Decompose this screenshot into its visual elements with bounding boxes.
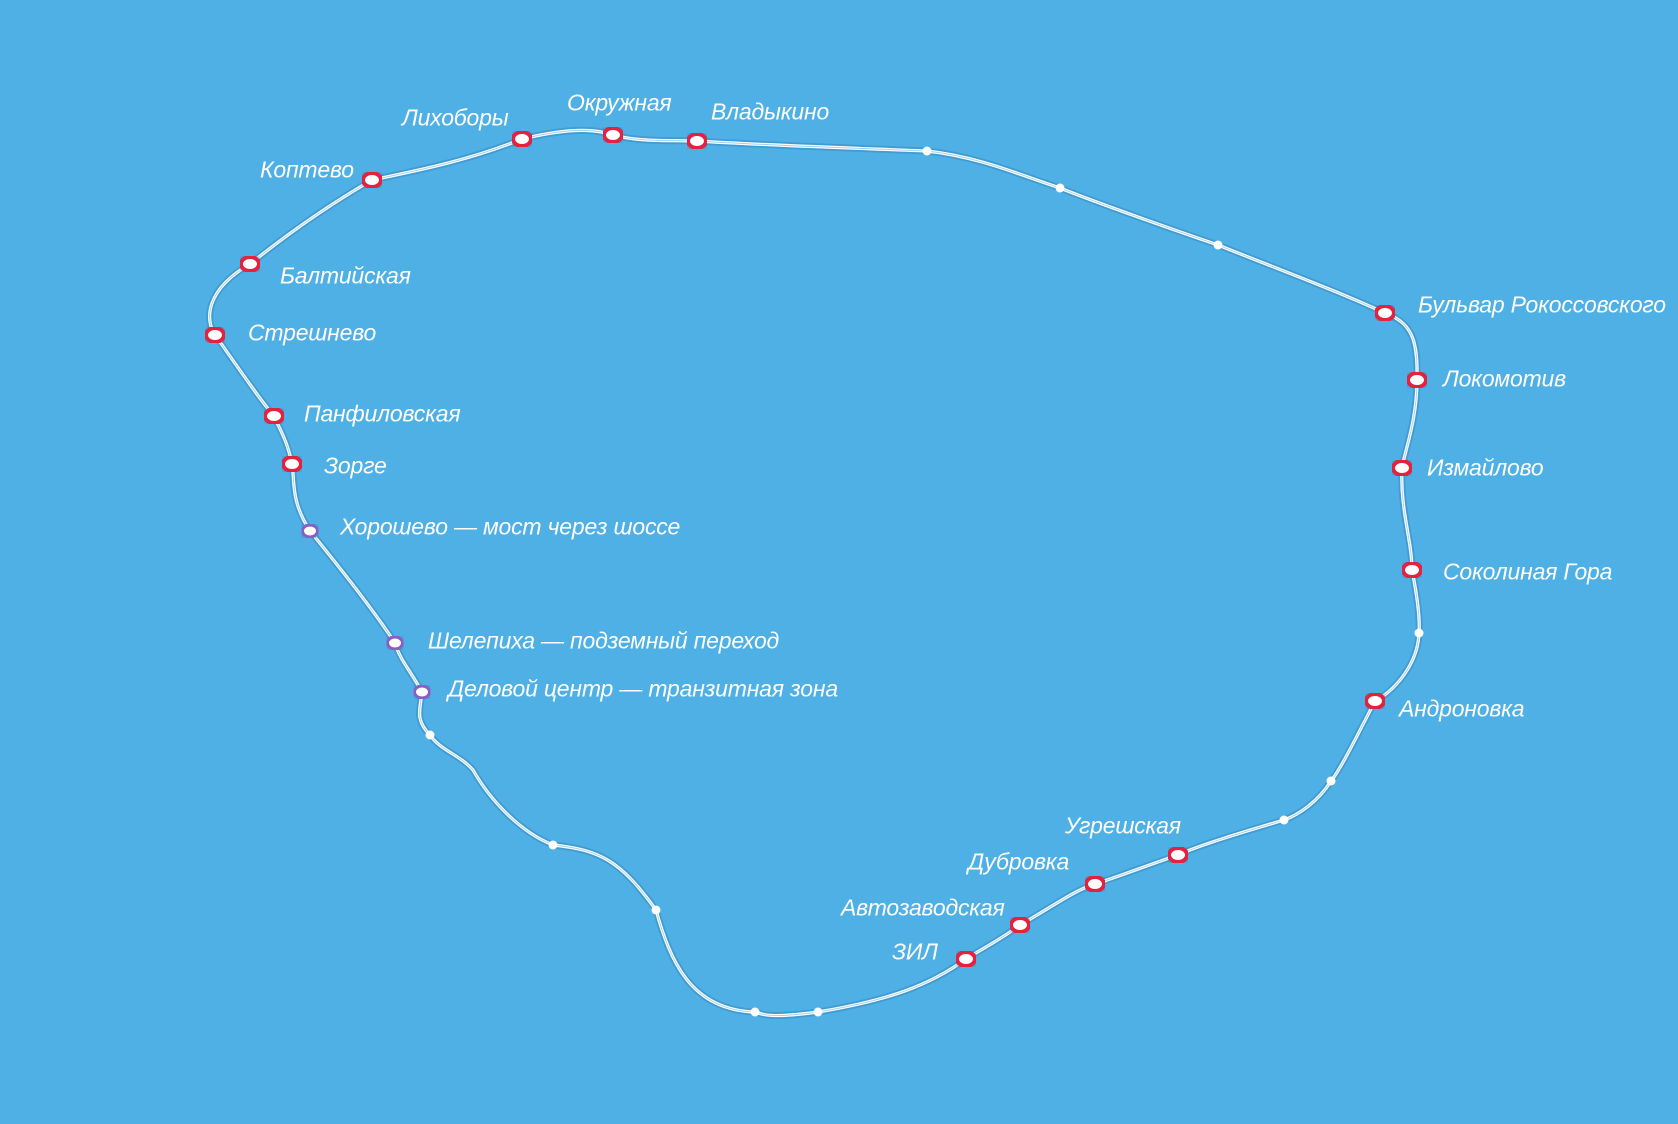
- station-marker[interactable]: [1406, 371, 1428, 389]
- transfer-marker[interactable]: [301, 523, 319, 539]
- station-marker[interactable]: [1084, 875, 1106, 893]
- station-marker[interactable]: [955, 950, 977, 968]
- station-marker[interactable]: [511, 130, 533, 148]
- waypoint-dot: [750, 1007, 760, 1017]
- station-marker[interactable]: [1374, 304, 1396, 322]
- station-marker[interactable]: [281, 455, 303, 473]
- station-marker[interactable]: [1009, 916, 1031, 934]
- station-label-khoroshevo[interactable]: Хорошево — мост через шоссе: [340, 513, 681, 540]
- station-label-zorge[interactable]: Зорге: [324, 452, 387, 479]
- stations-layer: [204, 126, 1428, 968]
- waypoint-dot: [1055, 183, 1065, 193]
- station-label-likhobory[interactable]: Лихоборы: [402, 104, 509, 131]
- station-label-avtozavodskaya[interactable]: Автозаводская: [841, 894, 1005, 921]
- waypoint-dot: [1213, 240, 1223, 250]
- station-marker[interactable]: [1167, 846, 1189, 864]
- station-marker[interactable]: [361, 171, 383, 189]
- station-label-dubrovka[interactable]: Дубровка: [968, 848, 1070, 875]
- station-label-vladykino[interactable]: Владыкино: [711, 98, 830, 125]
- waypoint-dot: [1326, 776, 1336, 786]
- station-marker[interactable]: [1401, 561, 1423, 579]
- waypoint-dot: [425, 730, 435, 740]
- transfer-marker[interactable]: [386, 635, 404, 651]
- waypoint-dot: [922, 146, 932, 156]
- station-label-ugreshskaya[interactable]: Угрешская: [1065, 812, 1181, 839]
- waypoint-dots: [425, 146, 1424, 1017]
- station-label-delovoy-tsentr[interactable]: Деловой центр — транзитная зона: [448, 675, 838, 702]
- waypoint-dot: [1279, 815, 1289, 825]
- station-label-baltiyskaya[interactable]: Балтийская: [280, 262, 411, 289]
- station-label-okruzhnaya[interactable]: Окружная: [567, 89, 672, 116]
- station-label-sokolinaya-gora[interactable]: Соколиная Гора: [1443, 558, 1613, 585]
- waypoint-dot: [651, 905, 661, 915]
- station-marker[interactable]: [1391, 459, 1413, 477]
- station-label-bulvar-rokossovskogo[interactable]: Бульвар Рокоссовского: [1418, 291, 1666, 318]
- station-marker[interactable]: [1364, 692, 1386, 710]
- station-label-streshnevo[interactable]: Стрешнево: [248, 319, 377, 346]
- waypoint-dot: [548, 840, 558, 850]
- station-marker[interactable]: [602, 126, 624, 144]
- transfer-marker[interactable]: [413, 684, 431, 700]
- waypoint-dot: [813, 1007, 823, 1017]
- waypoint-dot: [1414, 628, 1424, 638]
- station-label-lokomotiv[interactable]: Локомотив: [1443, 365, 1566, 392]
- station-marker[interactable]: [686, 132, 708, 150]
- station-label-izmaylovo[interactable]: Измайлово: [1427, 454, 1544, 481]
- station-marker[interactable]: [204, 326, 226, 344]
- station-label-koptevo[interactable]: Коптево: [260, 156, 354, 183]
- station-marker[interactable]: [239, 255, 261, 273]
- station-label-andronovka[interactable]: Андроновка: [1399, 695, 1525, 722]
- station-marker[interactable]: [263, 407, 285, 425]
- station-label-zil[interactable]: ЗИЛ: [892, 938, 938, 965]
- station-label-panfilovskaya[interactable]: Панфиловская: [304, 400, 461, 427]
- station-label-shelepikha[interactable]: Шелепиха — подземный переход: [428, 627, 780, 654]
